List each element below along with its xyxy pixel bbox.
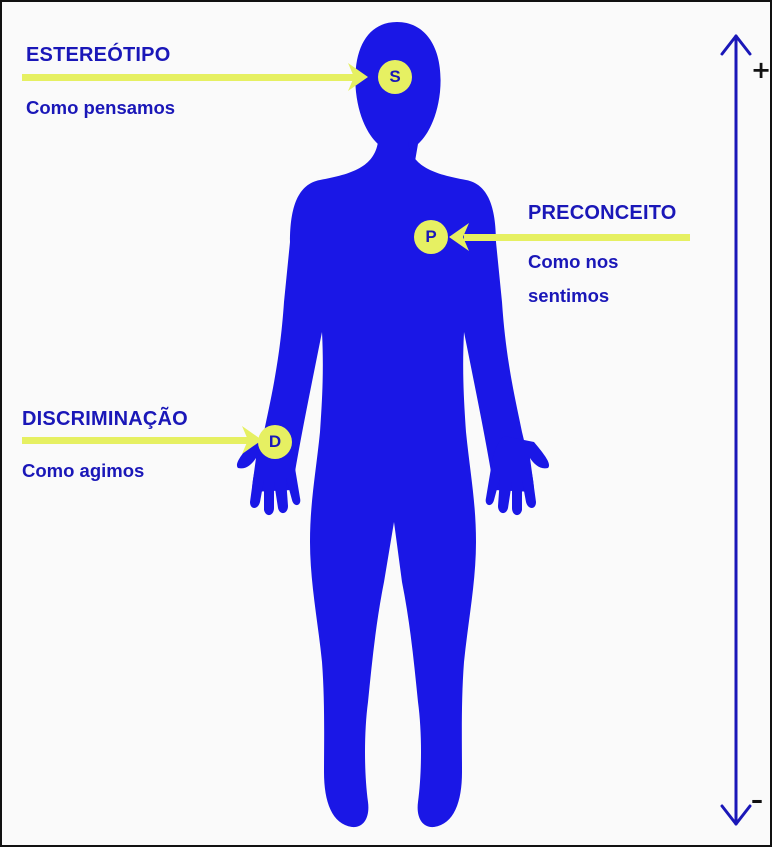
discrimination-subtitle: Como agimos <box>22 454 144 488</box>
stereotype-title: ESTEREÓTIPO <box>26 44 170 67</box>
stereotype-arrow <box>22 63 368 91</box>
stereotype-subtitle: Como pensamos <box>26 91 175 125</box>
prejudice-subtitle: Como nos sentimos <box>528 245 668 313</box>
intensity-scale <box>722 36 750 824</box>
prejudice-title: PRECONCEITO <box>528 202 677 225</box>
stereotype-badge: S <box>378 60 412 94</box>
discrimination-title: DISCRIMINAÇÃO <box>22 408 188 431</box>
human-silhouette <box>237 22 549 827</box>
scale-minus-sign: – <box>751 788 763 812</box>
scale-plus-sign: + <box>751 58 771 82</box>
discrimination-badge: D <box>258 425 292 459</box>
prejudice-badge: P <box>414 220 448 254</box>
